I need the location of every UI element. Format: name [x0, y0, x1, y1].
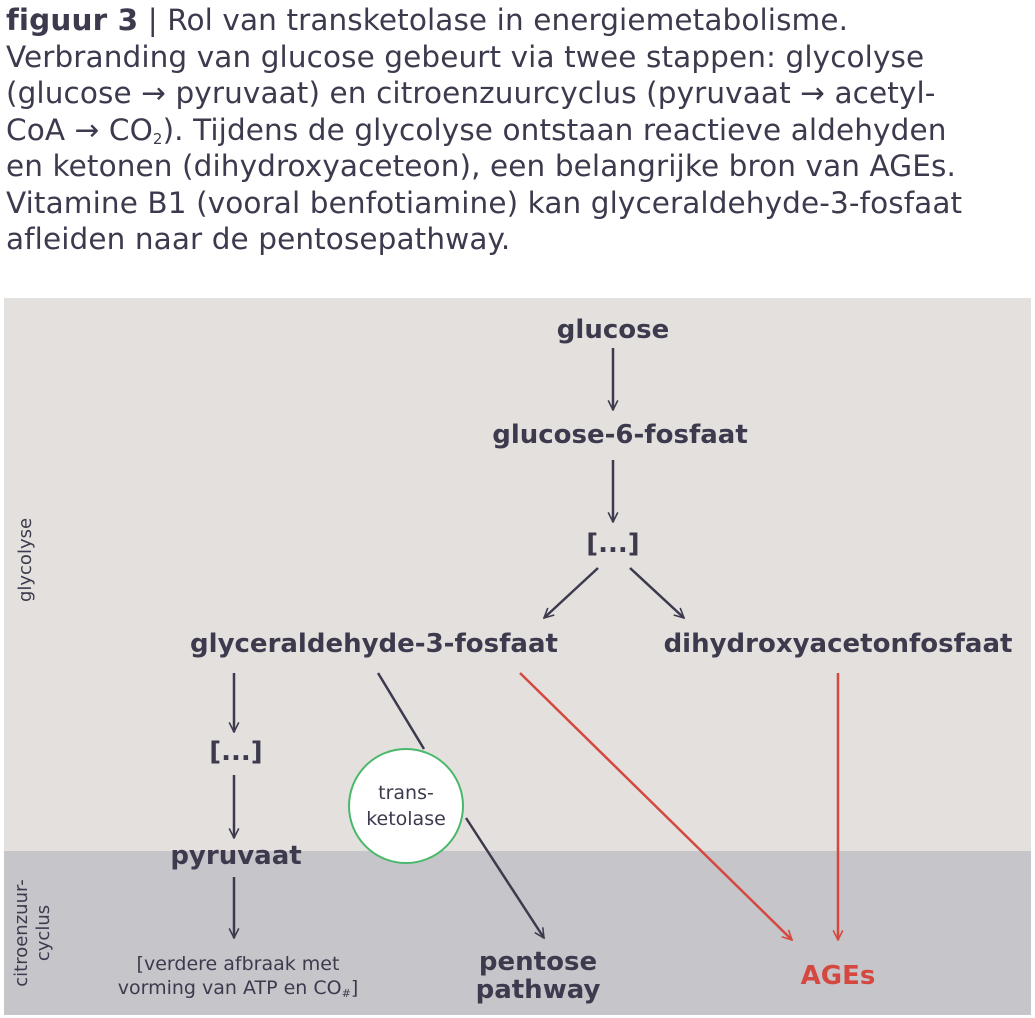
caption-line-4a: CoA → CO [6, 112, 153, 147]
arrow-gap-to-ages [519, 672, 792, 940]
note-further-subscript: # [341, 987, 351, 1000]
node-dihydroxyacetonfosfaat: dihydroxyacetonfosfaat [663, 629, 1013, 659]
node-ages: AGEs [800, 961, 876, 991]
caption-title: Rol van transketolase in energiemetaboli… [167, 3, 849, 37]
glycolysis-panel [4, 298, 1031, 851]
arrow-transketolase-to-pentose [464, 817, 546, 938]
node-pentose-pathway: pentose pathway [476, 948, 601, 1004]
node-pyruvaat: pyruvaat [170, 841, 302, 871]
node-pentose-line-1: pentose [478, 947, 598, 977]
caption-line-1: figuur 3 | Rol van transketolase in ener… [6, 2, 1026, 39]
transketolase-enzyme-circle: trans- ketolase [348, 748, 464, 864]
figure-label: figuur 3 [6, 3, 139, 37]
caption-separator: | [147, 3, 158, 37]
note-further-line-2b: ] [350, 977, 359, 999]
caption-line-4b: ). Tijdens de glycolyse ontstaan reactie… [162, 112, 947, 147]
node-glyceraldehyde-3-fosfaat: glyceraldehyde-3-fosfaat [190, 629, 558, 659]
enzyme-label-line-1: trans- [378, 782, 434, 804]
arrow-ellipsis-to-gap [544, 567, 599, 618]
node-ellipsis-1: [...] [586, 529, 640, 559]
line-gap-to-transketolase [376, 672, 426, 750]
caption-line-7: afleiden naar de pentosepathway. [6, 222, 511, 256]
caption-subscript: 2 [152, 129, 163, 148]
enzyme-label-line-2: ketolase [366, 808, 446, 830]
caption-line-4: CoA → CO2). Tijdens de glycolyse ontstaa… [6, 112, 1026, 149]
figure-caption: figuur 3 | Rol van transketolase in ener… [6, 2, 1026, 258]
citric-acid-cycle-panel [4, 851, 1031, 1015]
note-further-breakdown: [verdere afbraak met vorming van ATP en … [118, 952, 359, 1000]
node-pentose-line-2: pathway [475, 975, 601, 1005]
note-further-line-1: [verdere afbraak met [136, 953, 340, 975]
caption-line-5: en ketonen (dihydroxyaceteon), een belan… [6, 149, 956, 183]
node-ellipsis-2: [...] [209, 737, 263, 767]
caption-line-3: (glucose → pyruvaat) en citroenzuurcyclu… [6, 76, 936, 110]
caption-line-6: Vitamine B1 (vooral benfotiamine) kan gl… [6, 185, 963, 220]
caption-line-2: Verbranding van glucose gebeurt via twee… [6, 39, 925, 74]
arrow-ellipsis-to-dhap [629, 567, 684, 618]
node-glucose-6-fosfaat: glucose-6-fosfaat [492, 420, 748, 450]
node-glucose: glucose [556, 315, 670, 345]
note-further-line-2: vorming van ATP en CO#] [118, 976, 359, 1000]
note-further-line-2a: vorming van ATP en CO [117, 977, 342, 999]
